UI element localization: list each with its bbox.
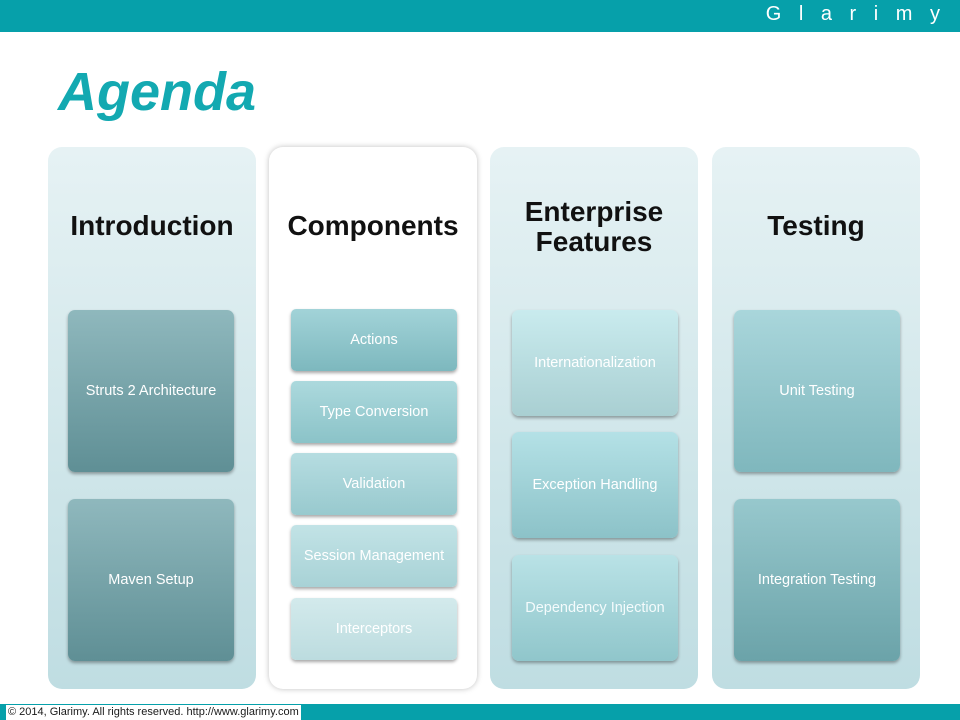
- page-title: Agenda: [58, 62, 257, 122]
- column-heading: Testing: [767, 210, 865, 241]
- column-heading: Components: [287, 210, 459, 241]
- agenda-item-label: Session Management: [303, 548, 445, 564]
- agenda-item-dependency-injection: Dependency Injection: [512, 555, 678, 661]
- column-enterprise-features: Enterprise Features Internationalization…: [490, 147, 698, 689]
- agenda-item-unit-testing: Unit Testing: [734, 310, 900, 472]
- agenda-item-interceptors: Interceptors: [291, 598, 457, 660]
- agenda-item-label: Interceptors: [335, 621, 413, 637]
- agenda-item-maven-setup: Maven Setup: [68, 499, 234, 661]
- agenda-item-label: Validation: [342, 476, 406, 492]
- agenda-item-type-conversion: Type Conversion: [291, 381, 457, 443]
- column-components: Components Actions Type Conversion Valid…: [269, 147, 477, 689]
- column-heading: Introduction: [70, 210, 234, 241]
- agenda-item-label: Internationalization: [534, 355, 656, 371]
- column-heading: Enterprise Features: [524, 196, 664, 257]
- agenda-item-label: Exception Handling: [532, 477, 658, 493]
- agenda-item-internationalization: Internationalization: [512, 310, 678, 416]
- agenda-item-integration-testing: Integration Testing: [734, 499, 900, 661]
- agenda-item-validation: Validation: [291, 453, 457, 515]
- agenda-item-struts-architecture: Struts 2 Architecture: [68, 310, 234, 472]
- agenda-item-session-management: Session Management: [291, 525, 457, 587]
- agenda-item-label: Integration Testing: [757, 572, 877, 588]
- footer-copyright: © 2014, Glarimy. All rights reserved. ht…: [6, 705, 301, 720]
- agenda-item-label: Dependency Injection: [525, 600, 665, 616]
- agenda-item-label: Type Conversion: [319, 404, 429, 420]
- agenda-item-label: Actions: [350, 332, 398, 348]
- agenda-item-actions: Actions: [291, 309, 457, 371]
- column-testing: Testing Unit Testing Integration Testing: [712, 147, 920, 689]
- top-bar: G l a r i m y: [0, 0, 960, 32]
- brand-logo-text: G l a r i m y: [765, 3, 946, 25]
- agenda-item-label: Maven Setup: [108, 572, 194, 588]
- column-introduction: Introduction Struts 2 Architecture Maven…: [48, 147, 256, 689]
- agenda-item-exception-handling: Exception Handling: [512, 432, 678, 538]
- agenda-item-label: Struts 2 Architecture: [85, 383, 217, 399]
- agenda-item-label: Unit Testing: [779, 383, 855, 399]
